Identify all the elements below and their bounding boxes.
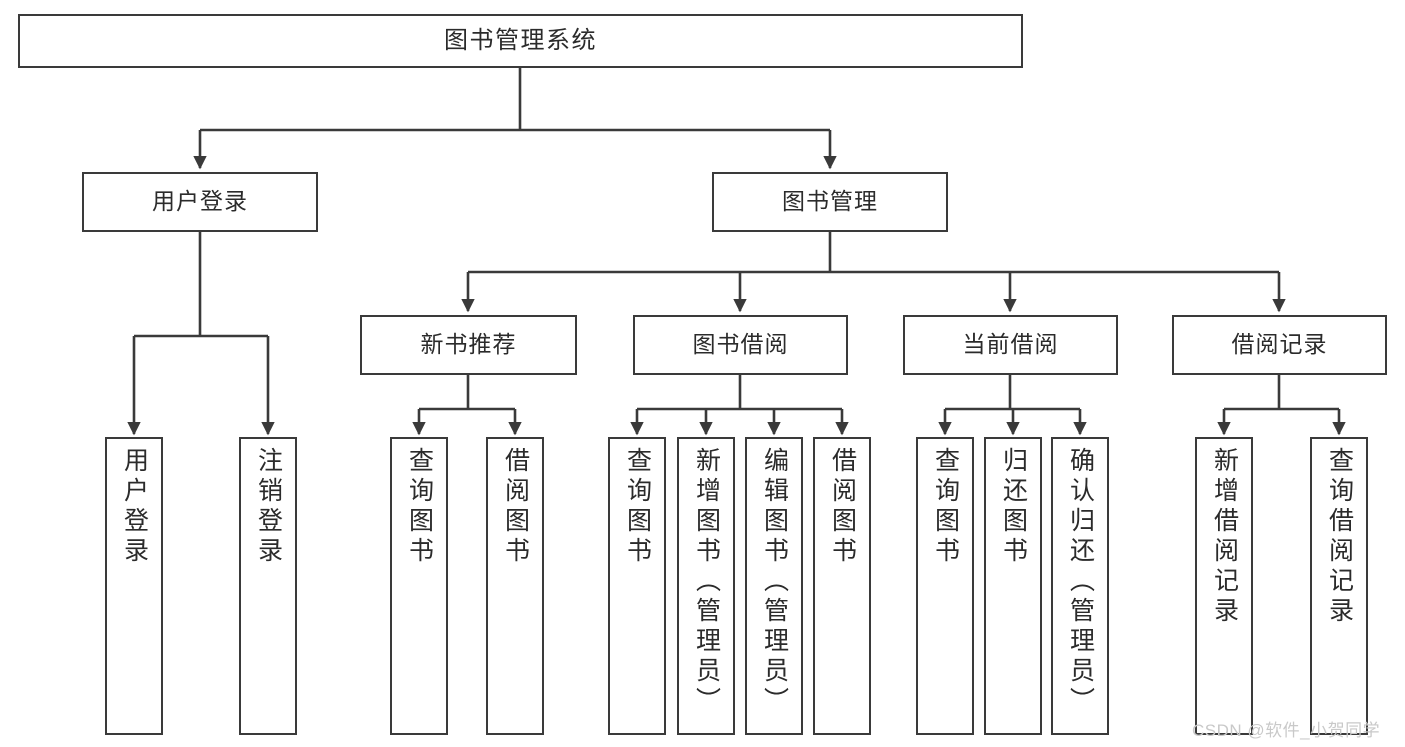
node-label: 图书借阅	[692, 331, 789, 358]
node-leaf-query-book-1[interactable]: 查询图书	[390, 437, 448, 735]
node-new-book-recommend[interactable]: 新书推荐	[360, 315, 577, 375]
node-leaf-confirm-return[interactable]: 确认归还（管理员）	[1051, 437, 1109, 735]
node-label: 用户登录	[152, 188, 248, 215]
node-book-manage[interactable]: 图书管理	[712, 172, 948, 232]
node-label: 新书推荐	[420, 331, 517, 358]
node-leaf-borrow-book-1[interactable]: 借阅图书	[486, 437, 544, 735]
node-leaf-query-book-2[interactable]: 查询图书	[608, 437, 666, 735]
node-label: 借阅记录	[1231, 331, 1328, 358]
node-label: 注销登录	[254, 447, 283, 567]
node-root-system[interactable]: 图书管理系统	[18, 14, 1023, 68]
node-leaf-add-book[interactable]: 新增图书（管理员）	[677, 437, 735, 735]
node-leaf-borrow-book-2[interactable]: 借阅图书	[813, 437, 871, 735]
node-label: 借阅图书	[501, 447, 530, 567]
node-leaf-add-record[interactable]: 新增借阅记录	[1195, 437, 1253, 735]
watermark-text: CSDN @软件_小贺同学	[1192, 721, 1381, 740]
node-borrow-record[interactable]: 借阅记录	[1172, 315, 1387, 375]
node-label: 查询图书	[405, 447, 434, 567]
node-label: 新增图书（管理员）	[692, 447, 721, 717]
node-label: 图书管理系统	[444, 26, 597, 54]
node-leaf-query-book-3[interactable]: 查询图书	[916, 437, 974, 735]
node-leaf-query-record[interactable]: 查询借阅记录	[1310, 437, 1368, 735]
node-label: 查询图书	[931, 447, 960, 567]
node-leaf-logout[interactable]: 注销登录	[239, 437, 297, 735]
node-current-borrow[interactable]: 当前借阅	[903, 315, 1118, 375]
node-leaf-user-login[interactable]: 用户登录	[105, 437, 163, 735]
node-leaf-return-book[interactable]: 归还图书	[984, 437, 1042, 735]
node-label: 确认归还（管理员）	[1066, 447, 1095, 717]
node-label: 当前借阅	[962, 331, 1059, 358]
node-user-login[interactable]: 用户登录	[82, 172, 318, 232]
node-label: 查询图书	[623, 447, 652, 567]
node-label: 查询借阅记录	[1325, 447, 1354, 627]
node-book-borrow[interactable]: 图书借阅	[633, 315, 848, 375]
node-leaf-edit-book[interactable]: 编辑图书（管理员）	[745, 437, 803, 735]
node-label: 借阅图书	[828, 447, 857, 567]
node-label: 新增借阅记录	[1210, 447, 1239, 627]
node-label: 编辑图书（管理员）	[760, 447, 789, 717]
node-label: 图书管理	[782, 188, 878, 215]
node-label: 归还图书	[999, 447, 1028, 567]
node-label: 用户登录	[120, 447, 149, 567]
